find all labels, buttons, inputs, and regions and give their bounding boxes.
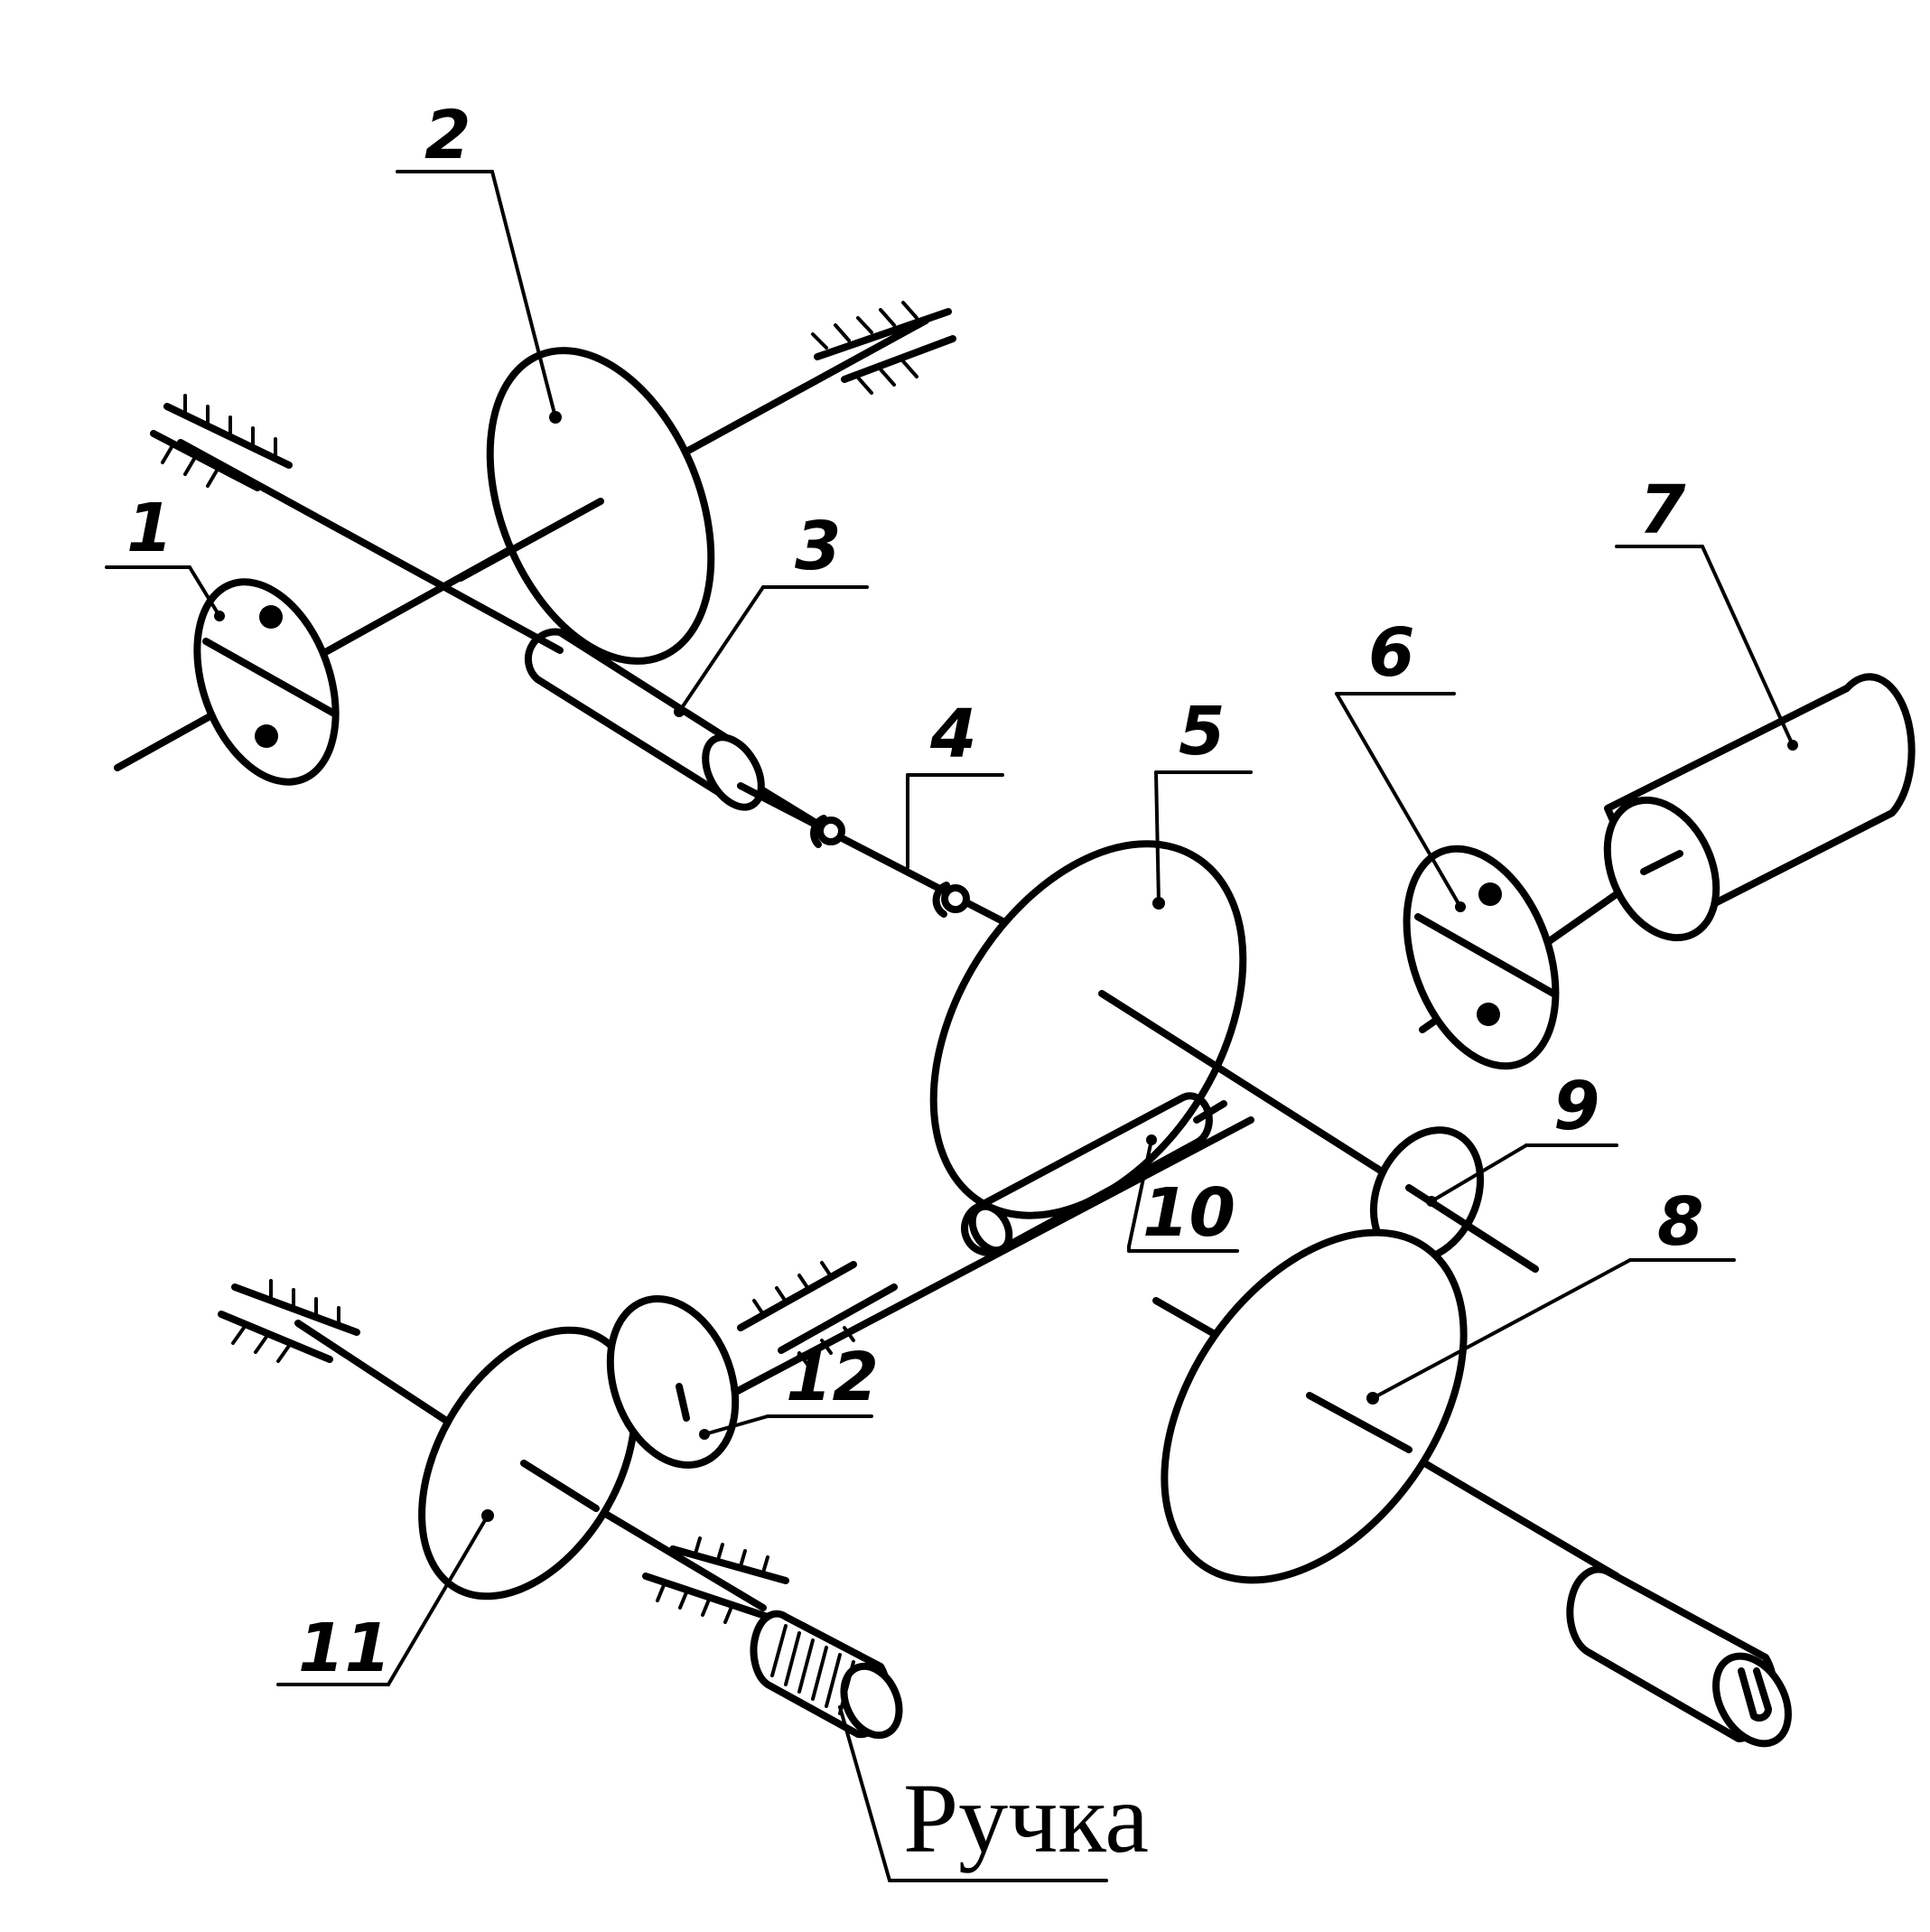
disk-1-pin-bottom <box>255 724 278 748</box>
ground-support-upper-left <box>150 394 293 491</box>
disk-6-pin-bottom <box>1477 1003 1500 1026</box>
label-5: 5 <box>1179 693 1226 770</box>
sleeve-10 <box>961 1092 1227 1256</box>
disk-1-pin-top <box>259 605 283 629</box>
label-1: 1 <box>126 490 173 567</box>
label-6: 6 <box>1368 614 1415 692</box>
ground-support-lower-middle <box>737 1261 898 1367</box>
handle-label: Ручка <box>903 1763 1149 1873</box>
disk-6-pin-top <box>1478 882 1502 906</box>
label-11: 11 <box>298 1610 391 1687</box>
label-4: 4 <box>929 695 977 773</box>
link-4 <box>737 782 1015 929</box>
ground-support-lower-left <box>218 1279 360 1363</box>
label-9: 9 <box>1553 1068 1600 1145</box>
leader-lines <box>105 170 1795 1882</box>
disk-2 <box>486 347 715 665</box>
handle-knob <box>750 1610 903 1740</box>
disk-6 <box>1403 845 1560 1070</box>
label-7: 7 <box>1639 471 1686 549</box>
ground-support-upper-right <box>811 301 956 395</box>
label-3: 3 <box>795 508 842 585</box>
label-8: 8 <box>1657 1183 1704 1261</box>
label-12: 12 <box>786 1339 879 1416</box>
cylinder-7 <box>1603 673 1916 942</box>
label-10: 10 <box>1142 1174 1235 1252</box>
disk-1 <box>193 578 340 786</box>
cylinder-3 <box>524 628 765 811</box>
crank-cylinder <box>1566 1565 1792 1748</box>
label-2: 2 <box>424 97 471 174</box>
gear-8 <box>1161 1228 1468 1584</box>
gear-12 <box>606 1295 740 1469</box>
ground-support-handle <box>642 1536 789 1624</box>
